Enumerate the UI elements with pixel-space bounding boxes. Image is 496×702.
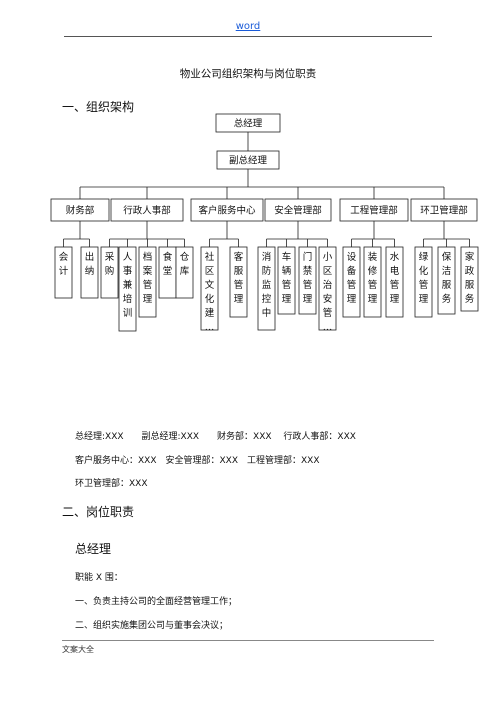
org-box-department-2-label: 客户服务中心 <box>198 205 256 217</box>
staff-line-3: 环卫管理部：XXX <box>75 479 148 489</box>
org-box-unit-0-0: 会计 <box>54 246 73 299</box>
org-box-unit-5-1-label: 保洁服务 <box>442 251 452 305</box>
org-box-unit-4-2-label: 水电管理 <box>390 251 400 305</box>
org-box-unit-3-3: 小区治安管… <box>318 246 337 333</box>
org-box-general-manager-label: 总经理 <box>234 118 263 130</box>
header-divider <box>64 36 432 37</box>
org-box-unit-1-1-label: 人事兼培训 <box>123 252 133 319</box>
org-box-department-0-label: 财务部 <box>66 205 95 217</box>
org-box-unit-1-1: 人事兼培训 <box>118 246 137 332</box>
org-box-unit-4-1: 装修管理 <box>363 246 382 318</box>
section-org-structure-heading: 一、组织架构 <box>62 100 135 114</box>
org-box-deputy-general-manager-label: 副总经理 <box>229 155 268 167</box>
org-box-unit-4-0-label: 设备管理 <box>347 252 357 305</box>
staff-line-1: 总经理:XXX 副总经理:XXX 财务部：XXX 行政人事部：XXX <box>75 432 356 442</box>
org-box-unit-1-2: 档案管理 <box>138 246 157 318</box>
org-box-unit-1-3-label: 食堂 <box>163 251 173 277</box>
org-box-unit-1-4-label: 仓库 <box>180 251 190 277</box>
org-box-unit-5-0: 绿化管理 <box>414 246 433 318</box>
org-chart-connectors <box>63 132 470 247</box>
org-box-unit-3-2-label: 门禁管理 <box>303 251 313 305</box>
role-heading: 总经理 <box>75 542 112 556</box>
org-box-unit-4-2: 水电管理 <box>385 246 404 318</box>
org-box-department-4: 工程管理部 <box>339 198 409 222</box>
org-box-unit-1-2-label: 档案管理 <box>143 251 153 305</box>
footer-divider <box>62 640 434 641</box>
org-box-department-2: 客户服务中心 <box>190 198 264 222</box>
org-box-unit-0-0-label: 会计 <box>59 251 69 277</box>
org-box-general-manager: 总经理 <box>215 113 281 133</box>
duty-scope: 职能 X 围： <box>75 573 123 583</box>
org-box-department-4-label: 工程管理部 <box>350 205 398 217</box>
org-box-department-5: 环卫管理部 <box>410 198 478 222</box>
header-word-link[interactable]: word <box>235 21 261 32</box>
org-box-unit-2-0-label: 社区文化建… <box>205 251 215 333</box>
org-box-department-3-label: 安全管理部 <box>274 205 322 217</box>
duty-item-1: 一、负责主持公司的全面经营管理工作； <box>75 597 238 607</box>
org-box-department-0: 财务部 <box>50 198 110 222</box>
org-box-unit-3-0-label: 消防监控中 <box>262 251 272 319</box>
org-box-unit-5-2-label: 家政服务 <box>465 251 475 305</box>
org-box-unit-5-0-label: 绿化管理 <box>419 251 429 305</box>
footer-text: 文案大全 <box>62 645 94 654</box>
org-box-department-1-label: 行政人事部 <box>123 205 171 217</box>
org-box-unit-2-0: 社区文化建… <box>200 246 219 333</box>
org-box-unit-3-0: 消防监控中 <box>257 246 276 331</box>
document-title: 物业公司组织架构与岗位职责 <box>179 68 317 80</box>
org-box-unit-4-0: 设备管理 <box>342 246 361 318</box>
section-duties-heading: 二、岗位职责 <box>62 505 135 519</box>
org-box-unit-1-0: 采购 <box>100 246 119 299</box>
org-box-department-3: 安全管理部 <box>264 198 332 222</box>
org-box-unit-5-1: 保洁服务 <box>437 246 456 315</box>
org-box-department-1: 行政人事部 <box>110 198 184 222</box>
org-box-unit-4-1-label: 装修管理 <box>368 251 378 305</box>
org-box-unit-0-1-label: 出纳 <box>85 251 95 277</box>
org-box-unit-1-0-label: 采购 <box>105 252 115 277</box>
org-box-unit-1-4: 仓库 <box>175 246 194 299</box>
org-box-unit-2-1-label: 客服管理 <box>234 251 244 305</box>
org-box-unit-3-3-label: 小区治安管… <box>323 252 333 333</box>
org-box-unit-3-1-label: 车辆管理 <box>282 251 292 305</box>
org-box-unit-5-2: 家政服务 <box>460 246 479 312</box>
duty-item-2: 二、组织实施集团公司与董事会决议； <box>75 621 229 631</box>
org-box-unit-1-3: 食堂 <box>158 246 177 299</box>
org-box-unit-2-1: 客服管理 <box>229 246 248 318</box>
org-box-department-5-label: 环卫管理部 <box>420 205 468 217</box>
staff-line-2: 客户服务中心：XXX 安全管理部：XXX 工程管理部：XXX <box>75 456 320 466</box>
org-box-unit-3-2: 门禁管理 <box>298 246 317 315</box>
org-box-unit-3-1: 车辆管理 <box>277 246 296 315</box>
org-box-deputy-general-manager: 副总经理 <box>216 150 280 170</box>
org-box-unit-0-1: 出纳 <box>80 246 99 299</box>
